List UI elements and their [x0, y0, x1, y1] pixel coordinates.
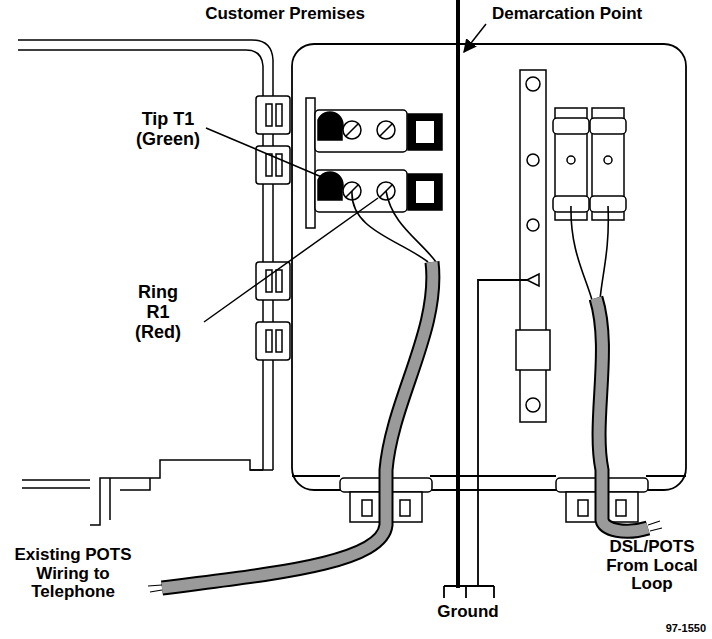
hinge-part: [256, 322, 290, 360]
door-part: [90, 460, 273, 525]
enclosure-part: [292, 44, 686, 490]
hinge: [256, 96, 290, 360]
wire-part: [352, 191, 428, 262]
terminal-block-part: [416, 181, 434, 203]
wire-part: [386, 191, 436, 262]
callout-label: Existing POTS Wiring to Telephone: [3, 546, 143, 602]
leader-line: [204, 128, 378, 322]
cable-gland-part: [578, 500, 588, 516]
binding-post: [553, 108, 626, 220]
cable-part: [596, 298, 648, 531]
region-label: Customer Premises: [205, 5, 365, 24]
wire-part: [600, 206, 608, 300]
terminal-block-part: [315, 110, 407, 152]
cable-part: [148, 585, 162, 592]
ground-strip-part: [526, 398, 540, 412]
ground-strip-part: [527, 219, 539, 231]
binding-post-part: [604, 156, 612, 164]
ground-strip-part: [526, 77, 540, 91]
binding-post-part: [590, 118, 626, 134]
terminal-block-part: [346, 124, 392, 197]
terminal-block-part: [315, 170, 407, 212]
cable-part: [162, 262, 433, 588]
enclosure: [292, 44, 686, 490]
hinge-part: [256, 96, 290, 134]
ground-wire-part: [478, 280, 527, 586]
callout-label: Ground: [437, 603, 498, 622]
callout-label: Demarcation Point: [492, 5, 642, 24]
demarcation-line-part: [456, 0, 460, 588]
leader-line-part: [204, 198, 378, 322]
cable-gland-part: [616, 500, 626, 516]
terminal-block-part: [408, 174, 442, 210]
hinge-part: [266, 104, 272, 126]
callout-label: Tip T1 (Green): [136, 110, 200, 150]
door-part: [250, 469, 263, 471]
ground-strip-part: [527, 154, 539, 166]
cable-part: [596, 298, 648, 531]
hinge-part: [276, 330, 282, 352]
ground-wire-part: [444, 586, 494, 598]
door: [18, 40, 273, 525]
door-part: [18, 50, 263, 470]
terminal-block: [306, 98, 442, 228]
hinge-part: [276, 104, 282, 126]
ground-wire: [444, 280, 527, 598]
callout-label: DSL/POTS From Local Loop: [600, 538, 704, 594]
cable-part: [648, 521, 662, 531]
cable-part: [162, 262, 433, 588]
ground-strip: [516, 70, 550, 422]
figure-number: 97-1550: [666, 622, 706, 634]
door-part: [110, 478, 150, 520]
terminal-block-part: [416, 121, 434, 143]
demarcation-line: [458, 0, 486, 588]
demarcation-line-part: [464, 24, 486, 52]
hinge-part: [266, 330, 272, 352]
cable-gland-part: [400, 500, 410, 516]
hinge-part: [276, 270, 282, 292]
terminal-block-part: [318, 112, 343, 140]
ground-strip-part: [527, 274, 539, 286]
cable: [148, 262, 662, 592]
leader-line-part: [206, 128, 343, 186]
binding-post-part: [567, 156, 575, 164]
binding-post-part: [553, 118, 589, 134]
door-part: [18, 40, 273, 470]
cable-gland-part: [362, 500, 372, 516]
terminal-block-part: [306, 98, 315, 228]
enclosure-part: [292, 475, 686, 477]
door-part: [22, 480, 90, 488]
wire-part: [571, 206, 592, 300]
terminal-block-part: [408, 114, 442, 150]
callout-label: Ring R1 (Red): [135, 283, 181, 342]
ground-strip-part: [516, 330, 550, 370]
wire: [352, 191, 608, 300]
hinge-part: [266, 154, 272, 176]
